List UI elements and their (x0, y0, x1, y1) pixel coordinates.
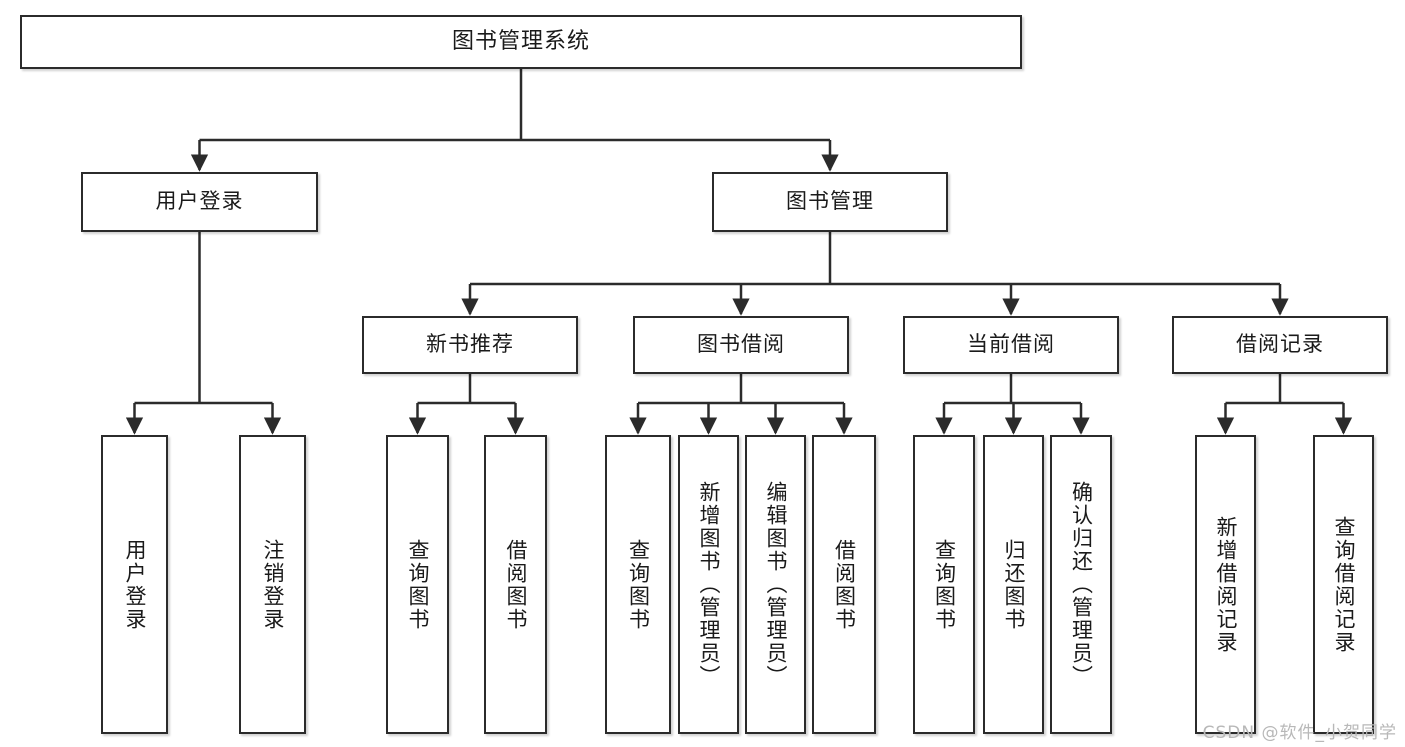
node-label: 确认归还（管理员） (1069, 481, 1094, 688)
node-label: 图书借阅 (697, 332, 785, 357)
node-leaf-9[interactable]: 查询图书 (913, 435, 975, 734)
node-label: 归还图书 (1001, 538, 1026, 631)
node-label: 图书管理 (786, 189, 874, 214)
node-leaf-2[interactable]: 注销登录 (239, 435, 306, 734)
edge-group (125, 69, 1353, 435)
node-label: 查询图书 (405, 538, 430, 631)
node-leaf-3[interactable]: 查询图书 (386, 435, 449, 734)
node-leaf-7[interactable]: 编辑图书（管理员） (745, 435, 806, 734)
node-leaf-1[interactable]: 用户登录 (101, 435, 168, 734)
node-label: 注销登录 (260, 538, 285, 631)
node-root[interactable]: 图书管理系统 (20, 15, 1022, 69)
node-label: 编辑图书（管理员） (763, 481, 788, 688)
node-leaf-10[interactable]: 归还图书 (983, 435, 1044, 734)
node-label: 查询图书 (932, 538, 957, 631)
node-borrow[interactable]: 图书借阅 (633, 316, 849, 374)
node-leaf-4[interactable]: 借阅图书 (484, 435, 547, 734)
node-leaf-8[interactable]: 借阅图书 (812, 435, 876, 734)
node-label: 新增图书（管理员） (696, 481, 721, 688)
node-label: 查询图书 (626, 538, 651, 631)
node-bookmgmt[interactable]: 图书管理 (712, 172, 948, 232)
node-label: 查询借阅记录 (1331, 515, 1356, 654)
node-records[interactable]: 借阅记录 (1172, 316, 1388, 374)
node-leaf-13[interactable]: 查询借阅记录 (1313, 435, 1374, 734)
node-label: 借阅记录 (1236, 332, 1324, 357)
node-newbook[interactable]: 新书推荐 (362, 316, 578, 374)
node-label: 当前借阅 (967, 332, 1055, 357)
node-label: 新增借阅记录 (1213, 515, 1238, 654)
node-leaf-5[interactable]: 查询图书 (605, 435, 671, 734)
node-login[interactable]: 用户登录 (81, 172, 318, 232)
node-label: 新书推荐 (426, 332, 514, 357)
node-label: 借阅图书 (832, 538, 857, 631)
node-leaf-11[interactable]: 确认归还（管理员） (1050, 435, 1112, 734)
watermark-text: CSDN @软件_小贺同学 (1202, 723, 1397, 743)
node-current[interactable]: 当前借阅 (903, 316, 1119, 374)
node-label: 用户登录 (155, 189, 244, 214)
node-label: 借阅图书 (503, 538, 528, 631)
node-leaf-6[interactable]: 新增图书（管理员） (678, 435, 739, 734)
node-leaf-12[interactable]: 新增借阅记录 (1195, 435, 1256, 734)
node-label: 用户登录 (122, 538, 147, 631)
node-label: 图书管理系统 (451, 28, 590, 54)
